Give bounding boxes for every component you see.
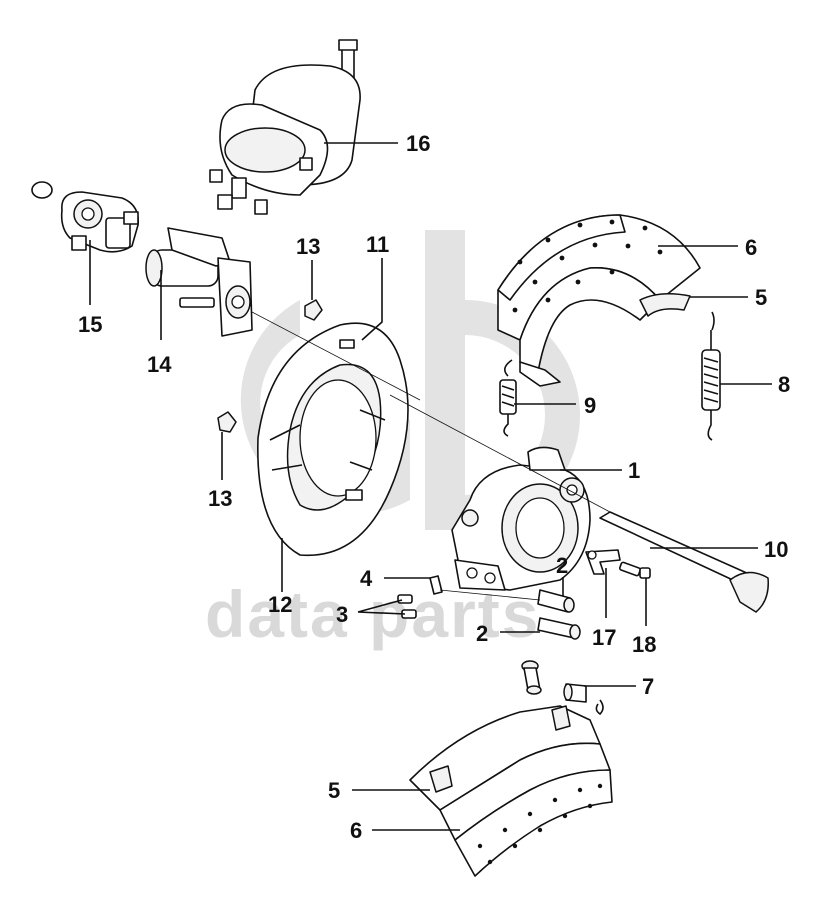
callout-13-lower: 13 <box>208 486 232 511</box>
roller-part-7 <box>521 660 604 716</box>
callout-2-upper: 2 <box>556 553 568 578</box>
callout-2-lower: 2 <box>476 621 488 646</box>
callout-3: 3 <box>336 602 348 627</box>
nut-part-13-lower <box>217 411 237 433</box>
callout-4: 4 <box>360 566 373 591</box>
dust-shield-part-12 <box>257 322 409 557</box>
callout-6-lower: 6 <box>350 818 362 843</box>
callout-13-upper: 13 <box>296 234 320 259</box>
callout-10: 10 <box>764 537 788 562</box>
leader-lines <box>89 142 772 831</box>
camshaft-part-10 <box>599 511 769 613</box>
callout-17: 17 <box>592 625 616 650</box>
valve-part-15 <box>31 181 139 253</box>
grease-fitting-part-3-a <box>397 594 413 604</box>
plate-part-4 <box>429 575 443 595</box>
callout-11: 11 <box>366 232 389 257</box>
callout-7: 7 <box>642 674 654 699</box>
brake-shoe-part-5-upper <box>519 293 691 387</box>
callout-labels: 16 15 14 13 11 6 5 8 9 1 13 10 2 4 12 3 … <box>78 131 790 843</box>
nut-part-13-upper <box>304 299 323 321</box>
return-spring-part-8 <box>701 311 721 441</box>
callout-6-upper: 6 <box>745 235 757 260</box>
actuator-part-14 <box>145 227 253 337</box>
callout-9: 9 <box>584 393 596 418</box>
pin-part-18 <box>618 561 651 579</box>
brake-chamber-part-16 <box>209 39 361 215</box>
callout-8: 8 <box>778 372 790 397</box>
brake-spider-part-1 <box>451 446 591 591</box>
callout-5-lower: 5 <box>328 778 340 803</box>
return-spring-part-9 <box>499 359 517 437</box>
brake-lining-part-6-lower <box>454 769 613 877</box>
callout-5-upper: 5 <box>755 285 767 310</box>
clip-part-17 <box>585 549 621 575</box>
callout-15: 15 <box>78 312 102 337</box>
assembly-guide-lines <box>251 311 611 601</box>
callout-12: 12 <box>268 592 292 617</box>
anchor-pin-part-2-lower <box>537 617 581 640</box>
callout-14: 14 <box>147 352 172 377</box>
anchor-pin-part-2-upper <box>537 589 575 613</box>
callout-16: 16 <box>406 131 430 156</box>
callout-18: 18 <box>632 632 656 657</box>
callout-1: 1 <box>628 458 640 483</box>
